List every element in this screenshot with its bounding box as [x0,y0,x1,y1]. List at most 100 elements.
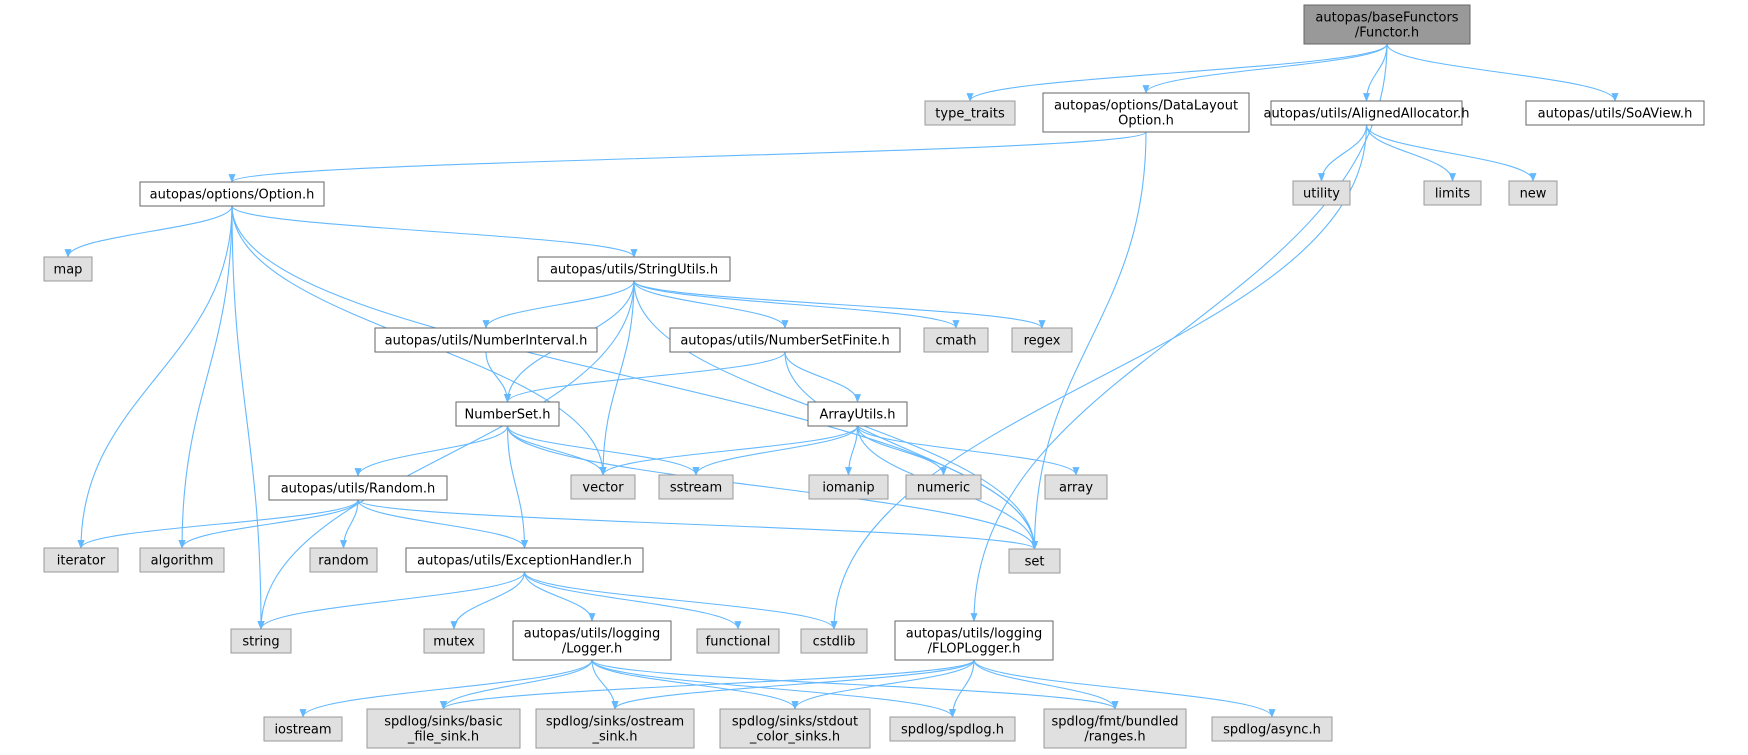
edge-aligned-to-cstdlib [830,124,1368,630]
edge-arrayutils-to-array [856,425,1080,476]
node-numinterval[interactable]: autopas/utils/NumberInterval.h [374,327,598,353]
node-box [43,256,93,282]
edge-floplogger-to-async [973,659,1276,718]
edge-stringutils-to-numinterval [482,280,635,329]
node-functional: functional [696,628,780,654]
edge-stringutils-to-cmath [633,280,960,329]
node-box [537,256,731,282]
edge-exception-to-functional [523,571,742,630]
edge-floplogger-to-spdlog [948,659,975,718]
edge-aligned-to-limits [1365,124,1456,182]
node-box [807,401,908,427]
edge-logger-to-spdlog [591,659,956,718]
node-box [455,401,560,427]
edge-dlo-to-set [1030,131,1147,550]
node-cmath: cmath [923,327,989,353]
node-iostream: iostream [263,716,343,742]
node-basicfile: spdlog/sinks/basic_file_sink.h [366,708,521,749]
node-box [669,327,901,353]
node-functor[interactable]: autopas/baseFunctors/Functor.h [1303,4,1471,45]
node-box [1011,327,1073,353]
node-label: new [1520,187,1547,202]
node-label: iomanip [822,481,874,496]
node-box [268,475,448,501]
edge-arrayutils-to-sstream [692,425,859,476]
node-arrayutils[interactable]: ArrayUtils.h [807,401,908,427]
node-box [1044,474,1108,500]
node-label: spdlog/spdlog.h [901,723,1004,738]
node-stringutils[interactable]: autopas/utils/StringUtils.h [537,256,731,282]
edge-exception-to-logger [523,571,596,622]
node-box [374,327,598,353]
node-label: utility [1303,187,1340,202]
node-label: spdlog/sinks/stdout [732,715,858,730]
edge-option-to-map [64,205,233,258]
nodes-layer: autopas/baseFunctors/Functor.htype_trait… [43,4,1705,749]
node-box [1008,548,1061,574]
node-label: autopas/utils/AlignedAllocator.h [1264,107,1470,122]
edge-functor-to-floplogger [970,43,1388,622]
node-new: new [1508,180,1558,206]
node-label: autopas/options/DataLayout [1054,99,1238,114]
edge-arrayutils-to-iomanip [844,425,859,476]
edge-stringutils-to-vector [599,280,635,476]
node-iomanip: iomanip [808,474,889,500]
node-box [905,474,982,500]
node-label: Option.h [1118,114,1174,129]
node-label: set [1025,555,1045,570]
node-label: autopas/utils/logging [906,627,1043,642]
node-numsetfinite[interactable]: autopas/utils/NumberSetFinite.h [669,327,901,353]
node-label: array [1059,481,1093,496]
node-label: autopas/utils/Random.h [281,482,436,497]
edge-logger-to-stdout [591,659,799,710]
node-random: random [309,547,378,573]
node-box [512,620,672,661]
edge-arrayutils-to-numeric [856,425,947,476]
node-label: /ranges.h [1084,730,1145,745]
node-map: map [43,256,93,282]
edge-floplogger-to-ranges [973,659,1119,710]
node-box [309,547,378,573]
node-stdout: spdlog/sinks/stdout_color_sinks.h [719,708,871,749]
node-label: cmath [935,334,976,349]
node-label: iostream [274,723,331,738]
node-label: /Logger.h [562,642,622,657]
edge-random_h-to-exception [357,499,528,549]
node-label: limits [1435,187,1471,202]
node-aligned[interactable]: autopas/utils/AlignedAllocator.h [1264,100,1470,126]
node-label: _sink.h [591,730,637,745]
node-label: autopas/utils/ExceptionHandler.h [417,554,632,569]
node-random_h[interactable]: autopas/utils/Random.h [268,475,448,501]
node-option[interactable]: autopas/options/Option.h [139,181,325,207]
node-label: functional [706,635,771,650]
node-box [1270,100,1463,126]
node-box [230,628,292,654]
node-box [923,327,989,353]
edge-numberset-to-exception [506,425,529,549]
edge-option-to-algorithm [178,205,233,549]
node-label: random [318,554,368,569]
node-soaview[interactable]: autopas/utils/SoAView.h [1525,100,1705,126]
node-set: set [1008,548,1061,574]
node-label: spdlog/sinks/basic [384,715,503,730]
edge-option-to-string [231,205,265,630]
node-box [1303,4,1471,45]
node-box [1042,92,1250,133]
node-label: algorithm [151,554,214,569]
node-box [535,708,695,749]
edges-layer [64,43,1619,718]
edge-stringutils-to-regex [633,280,1046,329]
node-exception[interactable]: autopas/utils/ExceptionHandler.h [405,547,644,573]
node-numberset[interactable]: NumberSet.h [455,401,560,427]
node-floplogger[interactable]: autopas/utils/logging/FLOPLogger.h [894,620,1054,661]
edge-logger-to-ranges [591,659,1119,710]
node-box [658,474,734,500]
node-box [924,100,1016,126]
edge-arrayutils-to-vector [599,425,859,476]
node-label: spdlog/sinks/ostream [546,715,684,730]
node-logger[interactable]: autopas/utils/logging/Logger.h [512,620,672,661]
node-label: autopas/options/Option.h [150,188,315,203]
node-label: vector [582,481,624,496]
node-spdlog: spdlog/spdlog.h [889,716,1016,742]
